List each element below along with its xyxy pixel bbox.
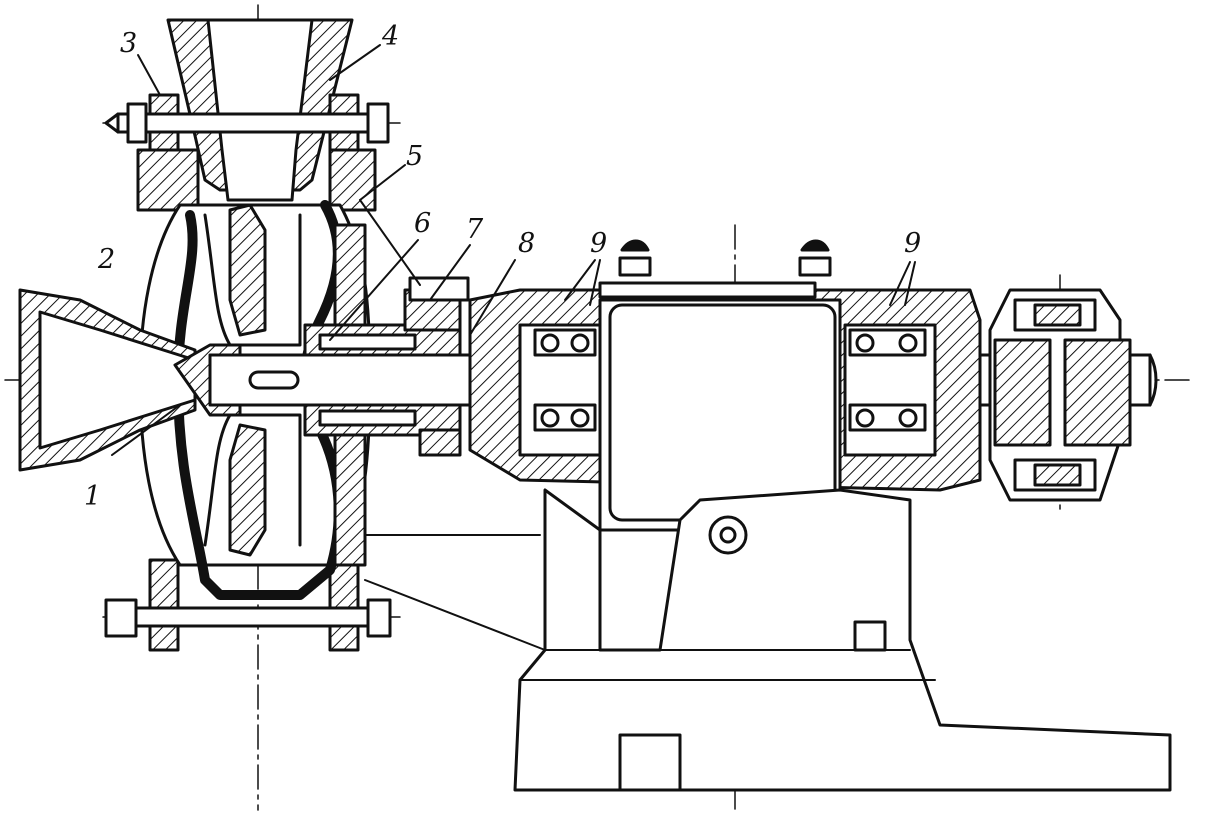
oil-cups [618, 239, 832, 277]
callout-1: 1 [84, 481, 101, 512]
callout-9-left: 9 [590, 228, 607, 259]
callout-9-right: 9 [904, 228, 921, 259]
pump-frame [364, 488, 1172, 792]
callout-labels: 1 2 3 4 5 6 7 8 9 9 [84, 21, 921, 512]
casing-flanges [136, 93, 377, 652]
leader-lines [111, 44, 916, 456]
callout-5: 5 [406, 141, 423, 172]
callout-7: 7 [466, 214, 484, 245]
discharge-nozzle [166, 18, 354, 202]
callout-2: 2 [97, 244, 115, 275]
shaft-coupling [988, 288, 1132, 502]
flange-bolts [104, 102, 392, 638]
callout-6: 6 [414, 208, 431, 239]
ball-bearings [533, 328, 927, 432]
callout-4: 4 [381, 21, 399, 52]
callout-8: 8 [518, 228, 535, 259]
callout-3: 3 [120, 28, 137, 59]
